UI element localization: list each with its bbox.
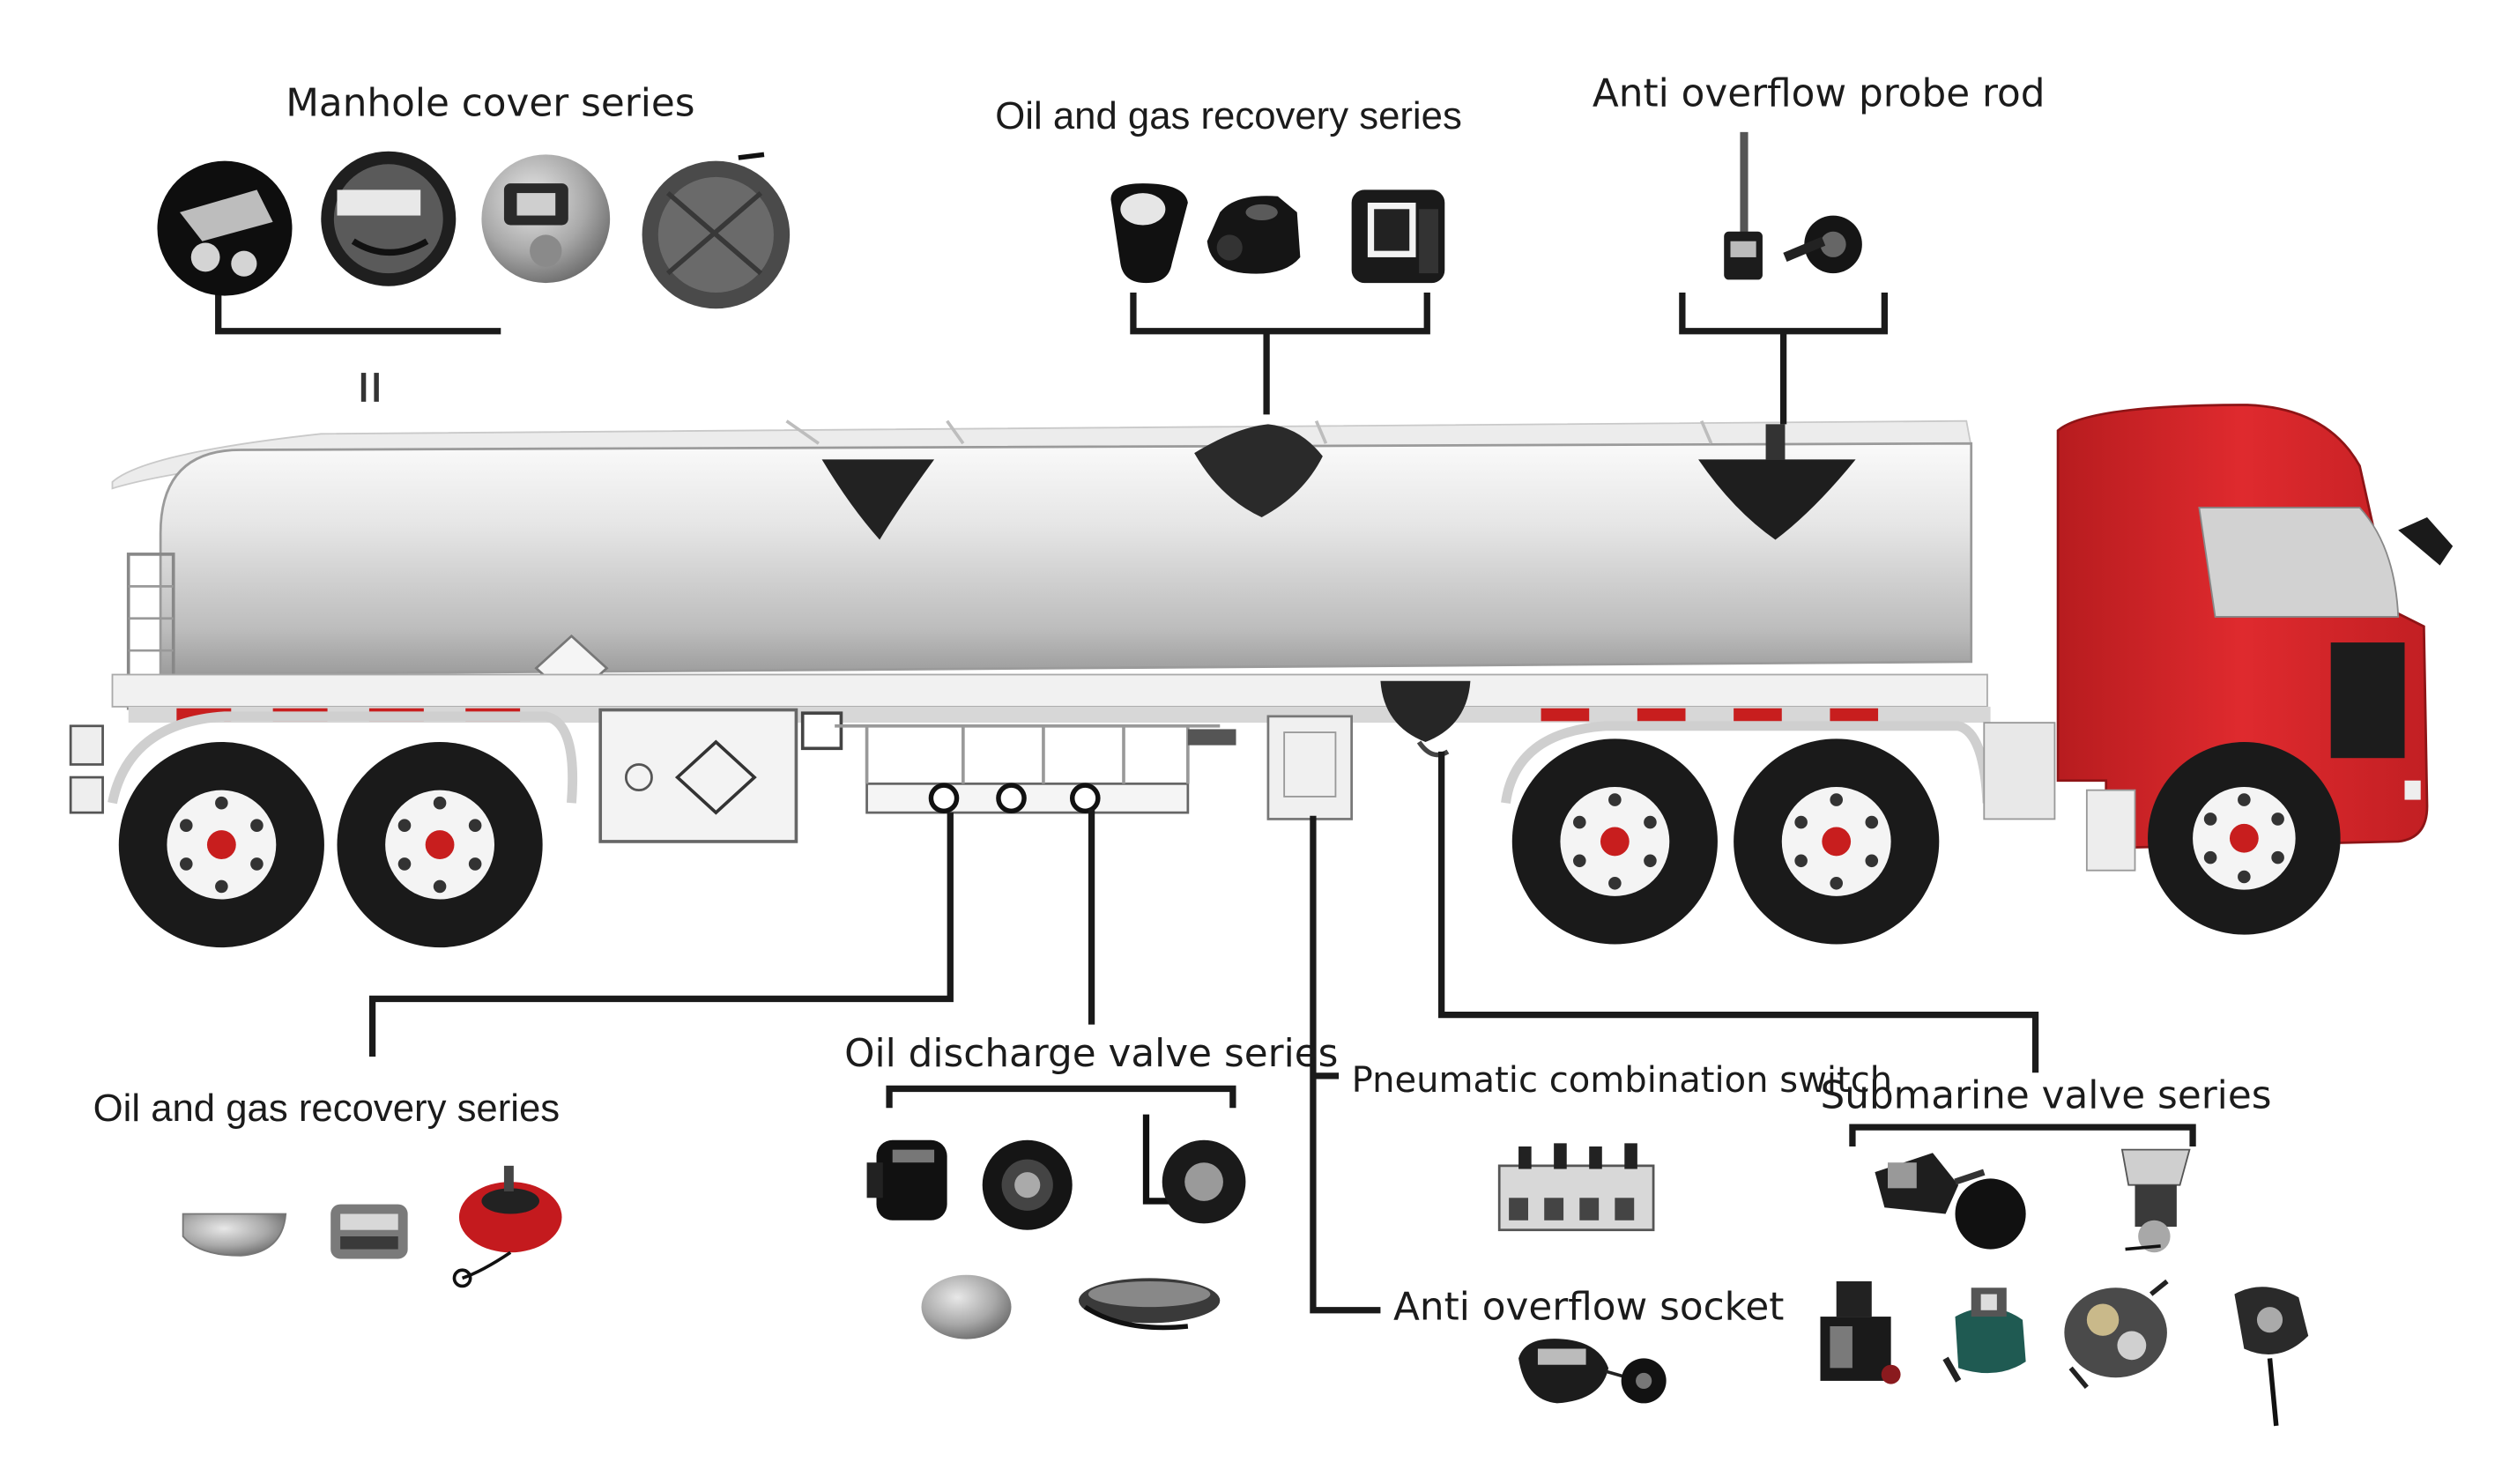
recovery-part-1 [1110,183,1188,284]
tanker-truck [69,373,2454,948]
recovery-bottom-2 [330,1204,408,1259]
wheel-4 [1734,738,1940,945]
probe-rod [1724,131,1763,280]
label-anti-overflow-socket: Anti overflow socket [1393,1285,1784,1330]
labels: Manhole cover series Oil and gas recover… [93,71,2272,1330]
wheel-5 [2148,742,2341,935]
discharge-valve-2 [982,1139,1073,1230]
submarine-valve-5 [2064,1279,2169,1389]
tank-fitting-1 [821,459,935,540]
probe-fitting [1783,215,1862,274]
oil-gas-recovery-bottom-parts [182,1165,562,1288]
leader-discharge [886,809,1236,1109]
leader-probe [1679,292,1888,425]
label-manhole-cover: Manhole cover series [286,81,694,126]
submarine-valve-2 [2120,1148,2191,1253]
leader-submarine [1438,751,2196,1146]
tank-body [159,441,1973,676]
discharge-valve-1 [866,1139,947,1221]
discharge-valve-4 [921,1274,1012,1339]
recovery-bottom-1 [182,1213,287,1257]
submarine-valve-6 [2234,1287,2309,1427]
discharge-valve-5 [1079,1278,1221,1331]
leader-recovery-top [1130,292,1430,415]
label-anti-overflow-probe: Anti overflow probe rod [1593,71,2046,116]
manhole-cover-1 [157,160,293,296]
leader-lines [215,292,2196,1314]
label-oil-gas-recovery-bottom: Oil and gas recovery series [93,1087,561,1130]
label-submarine-valve: Submarine valve series [1821,1072,2272,1117]
truck-cab [1983,404,2454,872]
oil-gas-recovery-top-parts [1110,183,1445,284]
recovery-part-2 [1207,196,1301,274]
submarine-valve-4 [1942,1287,2026,1383]
submarine-valve-parts [1820,1148,2309,1427]
manhole-cover-4 [642,152,791,309]
tank-fitting-2 [1194,424,1323,517]
anti-overflow-probe-parts [1724,131,1862,280]
manhole-cover-3 [481,154,611,284]
discharge-valve-3 [1142,1114,1246,1224]
recovery-bottom-3 [452,1165,562,1288]
tank-fitting-3 [1698,459,1856,540]
label-oil-discharge-valve: Oil discharge valve series [844,1031,1338,1076]
leader-manhole [215,292,501,335]
pneumatic-switch-parts [1497,1143,1655,1232]
leader-recovery-bottom [368,812,954,1057]
leader-pneumatic [1310,815,1381,1314]
oil-discharge-valve-parts [866,1114,1246,1339]
recovery-part-3 [1351,189,1445,284]
wheel-1 [118,742,324,948]
anti-overflow-socket-parts [1518,1339,1667,1404]
label-pneumatic-switch: Pneumatic combination switch [1352,1060,1893,1101]
manhole-cover-2 [321,151,457,286]
wheel-3 [1511,738,1718,945]
label-oil-gas-recovery-top: Oil and gas recovery series [995,94,1462,137]
submarine-valve-3 [1820,1281,1901,1384]
submarine-valve-1 [1875,1153,2026,1250]
manhole-cover-parts [157,151,791,309]
wheel-2 [337,742,543,948]
